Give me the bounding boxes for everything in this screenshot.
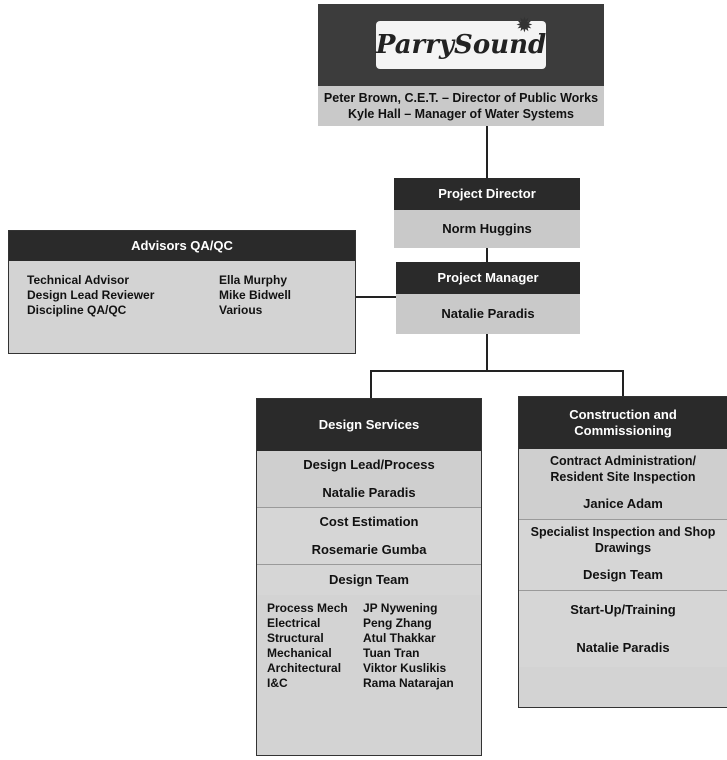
- team-role: Process Mech: [267, 601, 348, 615]
- project-manager-name: Natalie Paradis: [396, 294, 580, 334]
- team-row: Electrical Peng Zhang: [267, 616, 481, 631]
- director-public-works: Peter Brown, C.E.T. – Director of Public…: [323, 91, 599, 105]
- team-row: Process Mech JP Nywening: [267, 601, 481, 616]
- parry-sound-logo: ParrySound ✹: [375, 15, 547, 69]
- manager-water-systems: Kyle Hall – Manager of Water Systems: [347, 107, 574, 121]
- specialist-inspection-line2: Drawings: [594, 541, 652, 555]
- team-role: Mechanical: [267, 646, 332, 660]
- advisors-list: Technical Advisor Ella Murphy Design Lea…: [9, 261, 355, 318]
- advisor-row: Discipline QA/QC Various: [27, 303, 355, 318]
- team-row: Architectural Viktor Kuslikis: [267, 661, 481, 676]
- construction-column: Construction and Commissioning Contract …: [518, 396, 727, 708]
- team-row: I&C Rama Natarajan: [267, 676, 481, 691]
- specialist-inspection-line1: Specialist Inspection and Shop: [530, 525, 716, 539]
- separator: [257, 564, 481, 565]
- leadership-box: Peter Brown, C.E.T. – Director of Public…: [318, 86, 604, 126]
- advisor-row: Technical Advisor Ella Murphy: [27, 273, 355, 288]
- design-services-column: Design Services Design Lead/Process Nata…: [256, 398, 482, 756]
- team-role: Structural: [267, 631, 324, 645]
- advisor-name: Mike Bidwell: [219, 288, 292, 302]
- project-director-name: Norm Huggins: [394, 210, 580, 248]
- advisor-role: Design Lead Reviewer: [27, 288, 155, 302]
- team-member: Atul Thakkar: [363, 631, 436, 645]
- connector-horizontal: [370, 370, 624, 372]
- design-services-title: Design Services: [257, 399, 481, 451]
- advisor-name: Ella Murphy: [219, 273, 288, 287]
- connector-top-director: [486, 122, 488, 178]
- design-lead-name: Natalie Paradis: [257, 479, 481, 507]
- connector-manager-down: [486, 334, 488, 370]
- separator: [519, 519, 727, 520]
- construction-title-line1: Construction and: [569, 407, 677, 422]
- contract-administration-line1: Contract Administration/: [549, 454, 697, 468]
- sun-icon: ✹: [516, 15, 532, 36]
- advisor-name: Various: [219, 303, 263, 317]
- logo-text: ParrySound: [375, 30, 547, 60]
- design-team-list: Process Mech JP Nywening Electrical Peng Z…: [257, 595, 481, 691]
- team-member: JP Nywening: [363, 601, 438, 615]
- contract-administration-line2: Resident Site Inspection: [550, 470, 696, 484]
- advisors-box: Advisors QA/QC Technical Advisor Ella Mu…: [8, 230, 356, 354]
- team-role: Electrical: [267, 616, 321, 630]
- advisor-row: Design Lead Reviewer Mike Bidwell: [27, 288, 355, 303]
- design-lead-process: Design Lead/Process: [257, 451, 481, 479]
- team-role: Architectural: [267, 661, 342, 675]
- connector-advisors-manager: [356, 296, 396, 298]
- project-director-title: Project Director: [394, 178, 580, 210]
- team-row: Structural Atul Thakkar: [267, 631, 481, 646]
- specialist-inspection-team: Design Team: [519, 560, 727, 590]
- construction-title: Construction and Commissioning: [519, 397, 727, 449]
- contract-administration-name: Janice Adam: [519, 489, 727, 519]
- connector-construction: [622, 370, 624, 396]
- contract-administration: Contract Administration/ Resident Site I…: [519, 449, 727, 489]
- logo-banner: ParrySound ✹: [318, 4, 604, 86]
- team-member: Peng Zhang: [363, 616, 432, 630]
- separator: [519, 590, 727, 591]
- connector-director-manager: [486, 248, 488, 262]
- team-member: Viktor Kuslikis: [363, 661, 447, 675]
- advisor-role: Discipline QA/QC: [27, 303, 127, 317]
- separator: [257, 507, 481, 508]
- advisors-title: Advisors QA/QC: [9, 231, 355, 261]
- specialist-inspection: Specialist Inspection and Shop Drawings: [519, 520, 727, 560]
- startup-training-name: Natalie Paradis: [519, 629, 727, 667]
- project-manager-title: Project Manager: [396, 262, 580, 294]
- cost-estimation: Cost Estimation: [257, 508, 481, 536]
- cost-estimation-name: Rosemarie Gumba: [257, 536, 481, 564]
- team-role: I&C: [267, 676, 288, 690]
- startup-training: Start-Up/Training: [519, 591, 727, 629]
- design-team-heading: Design Team: [257, 565, 481, 595]
- construction-title-line2: Commissioning: [574, 423, 672, 438]
- advisor-role: Technical Advisor: [27, 273, 130, 287]
- team-member: Tuan Tran: [363, 646, 420, 660]
- team-member: Rama Natarajan: [363, 676, 454, 690]
- connector-design-services: [370, 370, 372, 398]
- team-row: Mechanical Tuan Tran: [267, 646, 481, 661]
